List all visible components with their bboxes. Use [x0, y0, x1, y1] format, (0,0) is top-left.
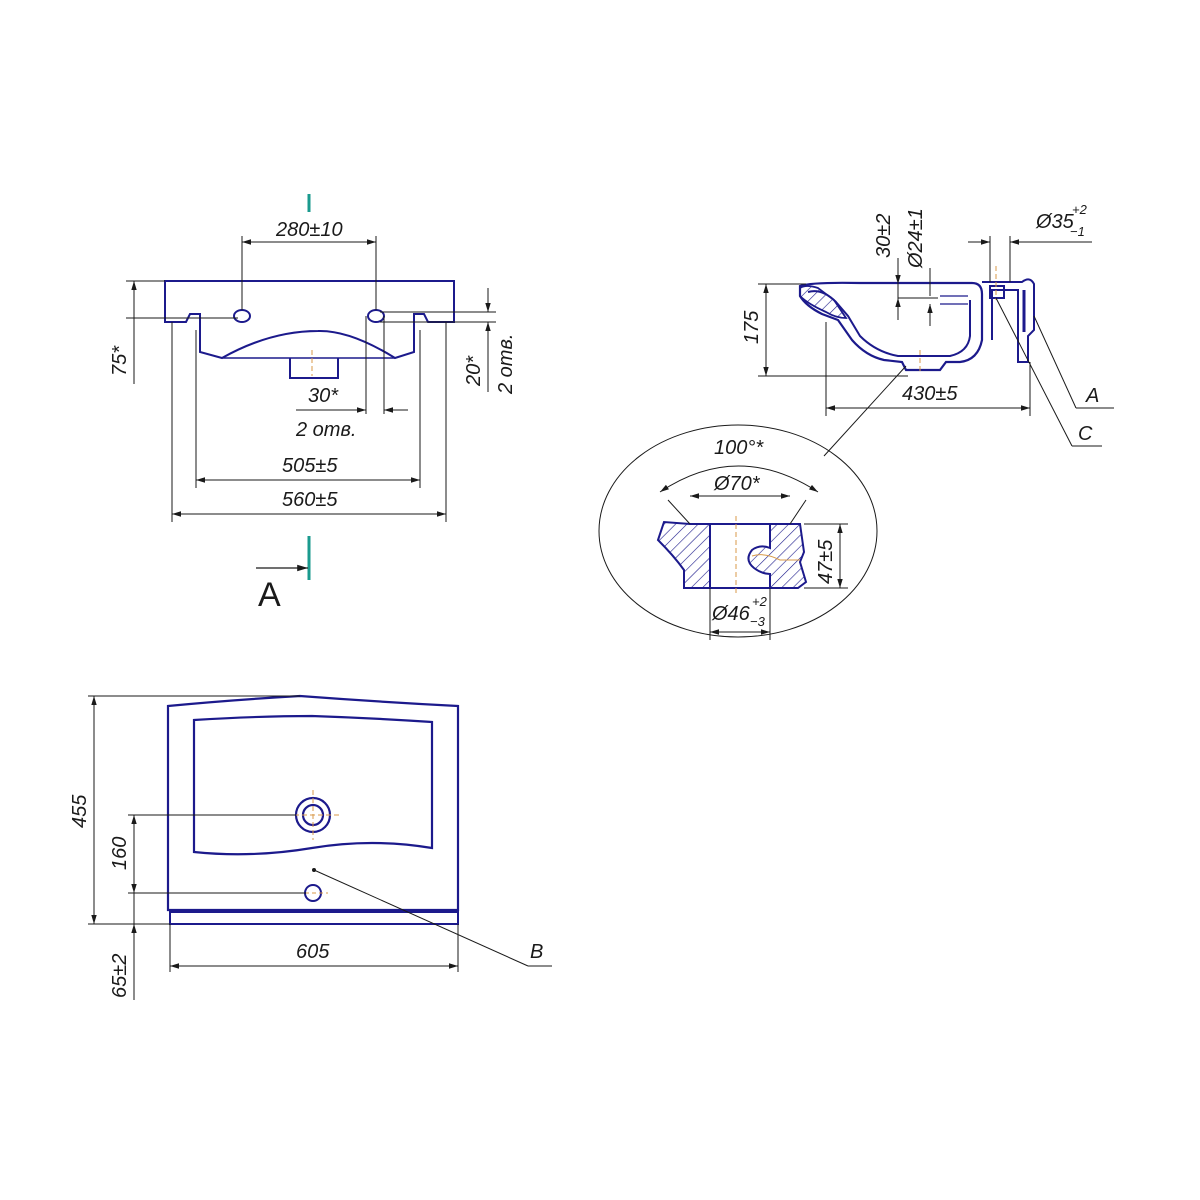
callout-b: B	[530, 941, 543, 963]
dim-175: 175	[741, 310, 763, 344]
tap-hole-left	[233, 309, 251, 323]
plan-view: 455 160 65±2 605 B	[69, 694, 552, 1000]
section-view: 175 30±2 Ø24±1 Ø35 +2 −1 430±5 A C	[741, 202, 1114, 457]
plan-bowl-outline	[192, 714, 434, 856]
dim-20: 20*	[463, 355, 485, 387]
dim-46-tol-lower: −3	[750, 614, 766, 629]
dim-70: Ø70*	[713, 473, 761, 495]
dim-35: Ø35	[1035, 211, 1075, 233]
dim-30-2: 30±2	[873, 214, 895, 258]
section-rim-hatch	[799, 285, 848, 319]
holes-right: 2 отв.	[495, 334, 517, 395]
section-back-wall	[982, 278, 1035, 363]
detail-view: 100°* Ø70* 47±5 Ø46 +2 −3	[598, 424, 878, 640]
dim-160: 160	[109, 837, 131, 870]
front-sink-outline	[164, 280, 455, 360]
callout-c: C	[1078, 423, 1093, 445]
front-drain-neck	[289, 358, 339, 379]
angle-arc	[659, 465, 819, 493]
dim-30: 30*	[308, 385, 339, 407]
dim-65: 65±2	[109, 954, 131, 998]
section-outline	[798, 281, 984, 372]
section-letter-a: A	[258, 576, 281, 614]
callout-a: A	[1085, 385, 1099, 407]
dim-35-tol-upper: +2	[1072, 202, 1088, 217]
dim-605: 605	[296, 941, 330, 963]
dim-46-tol-upper: +2	[752, 594, 768, 609]
dim-430: 430±5	[902, 383, 958, 405]
front-view: A 280±10 75* 20* 2 отв. 30* 2 отв.	[109, 194, 517, 614]
detail-ellipse	[598, 424, 878, 638]
detail-body-right	[747, 523, 808, 589]
dim-560: 560±5	[282, 489, 338, 511]
dim-75: 75*	[109, 345, 131, 376]
detail-body-left	[656, 520, 711, 589]
dim-35-tol-lower: −1	[1070, 224, 1085, 239]
plan-front-edge	[169, 911, 459, 925]
dim-455: 455	[69, 794, 91, 828]
dim-505: 505±5	[282, 455, 338, 477]
holes-bottom: 2 отв.	[295, 419, 356, 441]
dim-24: Ø24±1	[905, 208, 927, 269]
tap-block	[989, 285, 1005, 299]
plan-outer-outline	[166, 694, 460, 912]
dim-46: Ø46	[711, 603, 751, 625]
dim-angle: 100°*	[714, 437, 764, 459]
dim-280: 280±10	[275, 219, 343, 241]
dim-47: 47±5	[815, 539, 837, 584]
